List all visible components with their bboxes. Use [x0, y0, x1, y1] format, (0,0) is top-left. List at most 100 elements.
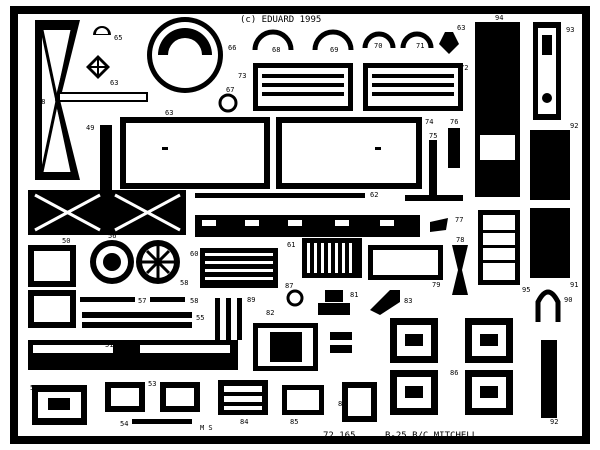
panel-part-79	[368, 245, 443, 280]
part-label-84: 84	[240, 418, 248, 426]
part-label-65: 65	[114, 34, 122, 42]
panel-part-92b	[530, 208, 570, 278]
bracket-part-78	[452, 245, 468, 295]
ring-part-87	[286, 289, 304, 307]
vent-panels-part-72	[253, 63, 463, 111]
angle-part-83	[370, 290, 400, 315]
panel-part-92a	[530, 130, 570, 200]
bracket-part-52	[32, 385, 87, 425]
part-label-94: 94	[495, 14, 503, 22]
slotted-bar-part-61	[195, 215, 420, 237]
gear-part-56	[90, 240, 134, 284]
arch-parts	[252, 29, 434, 51]
part-label-63: 63	[165, 109, 173, 117]
part-label-79: 79	[432, 281, 440, 289]
part-label-54: 54	[120, 420, 128, 428]
strip-part-76	[448, 128, 460, 168]
dial-part-65	[93, 26, 111, 35]
bracket-part-86c	[390, 370, 438, 415]
part-label-60: 60	[190, 250, 198, 258]
strip-part-55a	[82, 312, 192, 318]
ladder-panel-part-95	[478, 210, 520, 285]
ring-part-67	[218, 93, 238, 113]
round-plate-part-66	[147, 17, 223, 93]
part-label-75: 75	[429, 132, 437, 140]
rod-part-57	[80, 297, 135, 302]
door-part-83b	[342, 382, 377, 422]
part-label-61: 61	[287, 241, 295, 249]
ms-marker: M S	[200, 424, 213, 432]
frame-part-85	[282, 385, 324, 415]
bracket-part-86d	[465, 370, 513, 415]
pins-part-59	[215, 298, 242, 340]
strip-part-92b	[541, 340, 557, 418]
part-label-90: 90	[564, 296, 572, 304]
part-label-53: 53	[148, 380, 156, 388]
part-label-76: 76	[450, 118, 458, 126]
part-label-92b: 92	[550, 418, 558, 426]
ladder-part-84	[218, 380, 268, 415]
part-label-95: 95	[522, 286, 530, 294]
part-label-83: 83	[404, 297, 412, 305]
part-label-57: 57	[138, 297, 146, 305]
rod-part-58	[150, 297, 185, 302]
strip-part-54	[132, 419, 192, 424]
diamond-part-63	[86, 55, 110, 79]
part-label-70: 70	[374, 42, 382, 50]
part-label-56: 56	[108, 232, 116, 240]
fret-header: (c) EDUARD 1995	[240, 15, 321, 25]
bracket-part-86a	[390, 318, 438, 363]
shield-part-64	[439, 32, 459, 54]
part-label-58: 58	[190, 297, 198, 305]
part-label-89: 89	[247, 296, 255, 304]
bracket-part-53b	[160, 382, 200, 412]
arch-part-90	[535, 289, 561, 322]
part-label-64: 63	[457, 24, 465, 32]
spar-part-46	[35, 20, 148, 180]
grille-part-80	[302, 238, 362, 278]
part-label-55: 55	[196, 314, 204, 322]
part-label-51: 51	[105, 341, 113, 349]
mount-part-81	[318, 290, 350, 315]
strip-part-51	[28, 340, 238, 370]
part-label-58a: 58	[180, 279, 188, 287]
part-label-69: 69	[330, 46, 338, 54]
part-label-78: 78	[456, 236, 464, 244]
part-label-52: 52	[30, 384, 38, 392]
part-label-92a: 92	[570, 122, 578, 130]
part-label-66: 66	[228, 44, 236, 52]
part-label-81: 81	[350, 291, 358, 299]
strip-part-55b	[82, 322, 192, 328]
part-label-86: 86	[450, 369, 458, 377]
bracket-part-86b	[465, 318, 513, 363]
column-part-94	[475, 22, 520, 197]
panel-part-82	[253, 323, 318, 371]
catalog-number: 72 165	[323, 431, 356, 441]
part-label-48: 48	[37, 98, 45, 106]
part-label-71: 71	[416, 42, 424, 50]
part-label-72: 72	[460, 64, 468, 72]
clips-part-67	[330, 332, 352, 353]
part-label-93: 93	[566, 26, 574, 34]
base-part-48	[28, 190, 186, 235]
part-label-49: 49	[86, 124, 94, 132]
part-label-87: 87	[285, 282, 293, 290]
bar-part-62	[195, 193, 365, 198]
part-label-68: 68	[272, 46, 280, 54]
bracket-part-53a	[105, 382, 145, 412]
grille-part-60	[200, 248, 278, 288]
part-label-83b: 83	[338, 400, 346, 408]
part-label-63a: 63	[110, 79, 118, 87]
part-label-73: 73	[238, 72, 246, 80]
frames-part-50	[28, 245, 76, 328]
part-label-77: 77	[455, 216, 463, 224]
part-label-50: 50	[62, 237, 70, 245]
part-label-91: 91	[570, 281, 578, 289]
foot-part-74	[405, 195, 463, 201]
part-label-82: 82	[266, 309, 274, 317]
model-name: B-25 B/C MITCHELL	[385, 431, 477, 441]
strip-part-93	[533, 22, 561, 120]
pin-part-75	[429, 140, 437, 195]
part-label-62: 62	[370, 191, 378, 199]
